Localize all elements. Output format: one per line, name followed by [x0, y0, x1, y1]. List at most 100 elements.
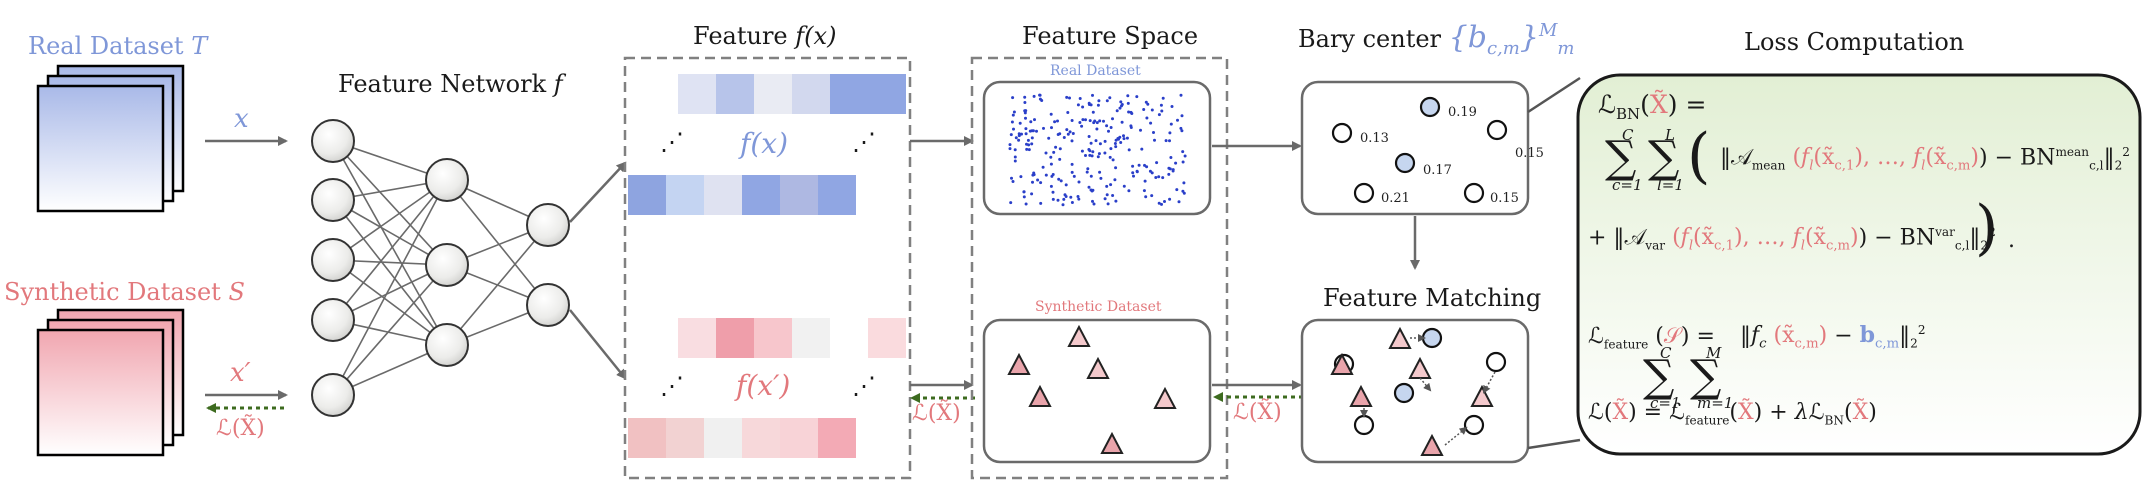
network-node: [425, 243, 469, 287]
feature-cell: [818, 418, 856, 458]
network-edge: [332, 259, 448, 346]
real-dataset-symbol: T: [191, 32, 208, 60]
scatter-point: [1089, 141, 1093, 145]
network-node: [425, 323, 469, 367]
scatter-point: [1179, 93, 1183, 97]
scatter-point: [1114, 145, 1118, 149]
scatter-point: [1103, 151, 1107, 155]
scatter-point: [1109, 126, 1113, 129]
feature-network-text: Feature Network: [338, 70, 547, 98]
feature-space-title: Feature Space: [1022, 22, 1199, 50]
scatter-point: [1089, 174, 1093, 178]
scatter-point: [1042, 126, 1045, 130]
scatter-point: [1018, 121, 1022, 125]
scatter-point: [1096, 103, 1100, 107]
scatter-point: [1180, 114, 1184, 118]
feature-cell: [754, 74, 792, 114]
scatter-point: [1122, 134, 1125, 138]
sum-c-glyph: ∑: [1605, 132, 1636, 183]
scatter-point: [1081, 118, 1085, 122]
feature-cell: [868, 74, 906, 114]
scatter-point: [1131, 171, 1135, 175]
feature-loss-lhs: ℒfeature (𝒮) =: [1588, 324, 1715, 352]
matching-barycenter-point: [1485, 351, 1507, 373]
sum-c-top: C: [1622, 126, 1634, 144]
scatter-point: [1072, 174, 1076, 178]
scatter-point: [1120, 120, 1124, 124]
scatter-point: [1160, 202, 1163, 206]
scatter-point: [1157, 175, 1161, 179]
loss-panel: [1576, 73, 2142, 456]
barycenter-title: Bary center {bc,m}Mm: [1298, 22, 1574, 58]
loss-bn-formula-glyphs: ∑ ∑ ( ) ∑ ∑: [1605, 121, 1998, 402]
feature-matching-title: Feature Matching: [1323, 284, 1542, 312]
scatter-point: [1146, 102, 1150, 106]
scatter-point: [1168, 139, 1171, 143]
barycenter-weight: 0.15: [1515, 146, 1544, 161]
scatter-point: [1098, 119, 1102, 123]
scatter-point: [1011, 113, 1015, 117]
barycenter-weight: 0.15: [1490, 191, 1519, 206]
feature-cell: [792, 318, 830, 358]
big-paren-open: (: [1687, 121, 1710, 191]
bn-mean-term: ‖𝒜mean (fl(x̃c,1), …, fl(x̃c,m)) − BNmea…: [1720, 145, 2130, 174]
scatter-point: [1095, 121, 1099, 125]
feature-network-symbol: f: [553, 70, 563, 98]
scatter-point: [1014, 136, 1018, 140]
sum-c2-bottom: c=1: [1650, 394, 1681, 412]
scatter-point: [1097, 99, 1101, 103]
synthetic-feature-point: [1330, 352, 1354, 375]
scatter-point: [1031, 129, 1035, 133]
scatter-point: [1029, 120, 1033, 124]
synthetic-space-caption: Synthetic Dataset: [1035, 299, 1162, 315]
real-dataset-text: Real Dataset: [28, 32, 184, 60]
network-edge: [332, 264, 448, 396]
scatter-point: [1009, 133, 1013, 137]
scatter-point: [1179, 126, 1183, 130]
scatter-point: [1168, 197, 1172, 201]
scatter-point: [1170, 105, 1174, 108]
scatter-point: [1106, 202, 1110, 206]
scatter-point: [1087, 135, 1091, 138]
feature-cell: [628, 175, 666, 215]
scatter-point: [1094, 139, 1098, 143]
scatter-point: [1103, 139, 1107, 143]
network-edge: [446, 224, 549, 346]
scatter-point: [1027, 148, 1031, 152]
scatter-point: [1077, 180, 1081, 184]
scatter-point: [1167, 172, 1171, 176]
feature-cell: [716, 318, 754, 358]
synthetic-feature-point: [1007, 352, 1031, 375]
feature-title-text: Feature: [693, 22, 788, 50]
network-edge: [332, 140, 448, 346]
synthetic-feature-ellipsis-right: ⋰: [852, 372, 876, 400]
feature-cell: [666, 418, 704, 458]
scatter-point: [1177, 200, 1181, 204]
real-feature-panel: [982, 80, 1212, 216]
scatter-point: [1098, 142, 1102, 146]
scatter-point: [1070, 119, 1074, 122]
scatter-point: [1068, 130, 1072, 134]
matching-barycenter-point: [1393, 382, 1415, 404]
scatter-point: [1030, 192, 1034, 196]
scatter-point: [1070, 139, 1074, 143]
scatter-point: [1097, 152, 1101, 156]
scatter-point: [1114, 199, 1118, 203]
bn-stat-mean-sub: c,l: [2089, 158, 2104, 173]
network-to-real-feature-arrow: [569, 161, 627, 223]
scatter-point: [1012, 110, 1016, 114]
feature-cell: [780, 418, 818, 458]
synthetic-feature-ellipsis-left: ⋰: [660, 372, 684, 400]
scatter-point: [1143, 163, 1146, 167]
scatter-point: [1091, 199, 1094, 203]
total-loss: ℒ(X̃) = ℒfeature(X̃) + λℒBN(X̃): [1588, 400, 1877, 428]
network-node: [311, 119, 355, 163]
scatter-point: [1091, 188, 1095, 192]
scatter-point: [1033, 118, 1036, 122]
matching-barycenter-point: [1353, 414, 1375, 436]
scatter-point: [1152, 131, 1155, 134]
scatter-point: [1105, 124, 1109, 128]
scatter-point: [1008, 147, 1012, 151]
loss-label-3: ℒ(X̃): [1233, 400, 1282, 425]
scatter-point: [1130, 112, 1134, 115]
